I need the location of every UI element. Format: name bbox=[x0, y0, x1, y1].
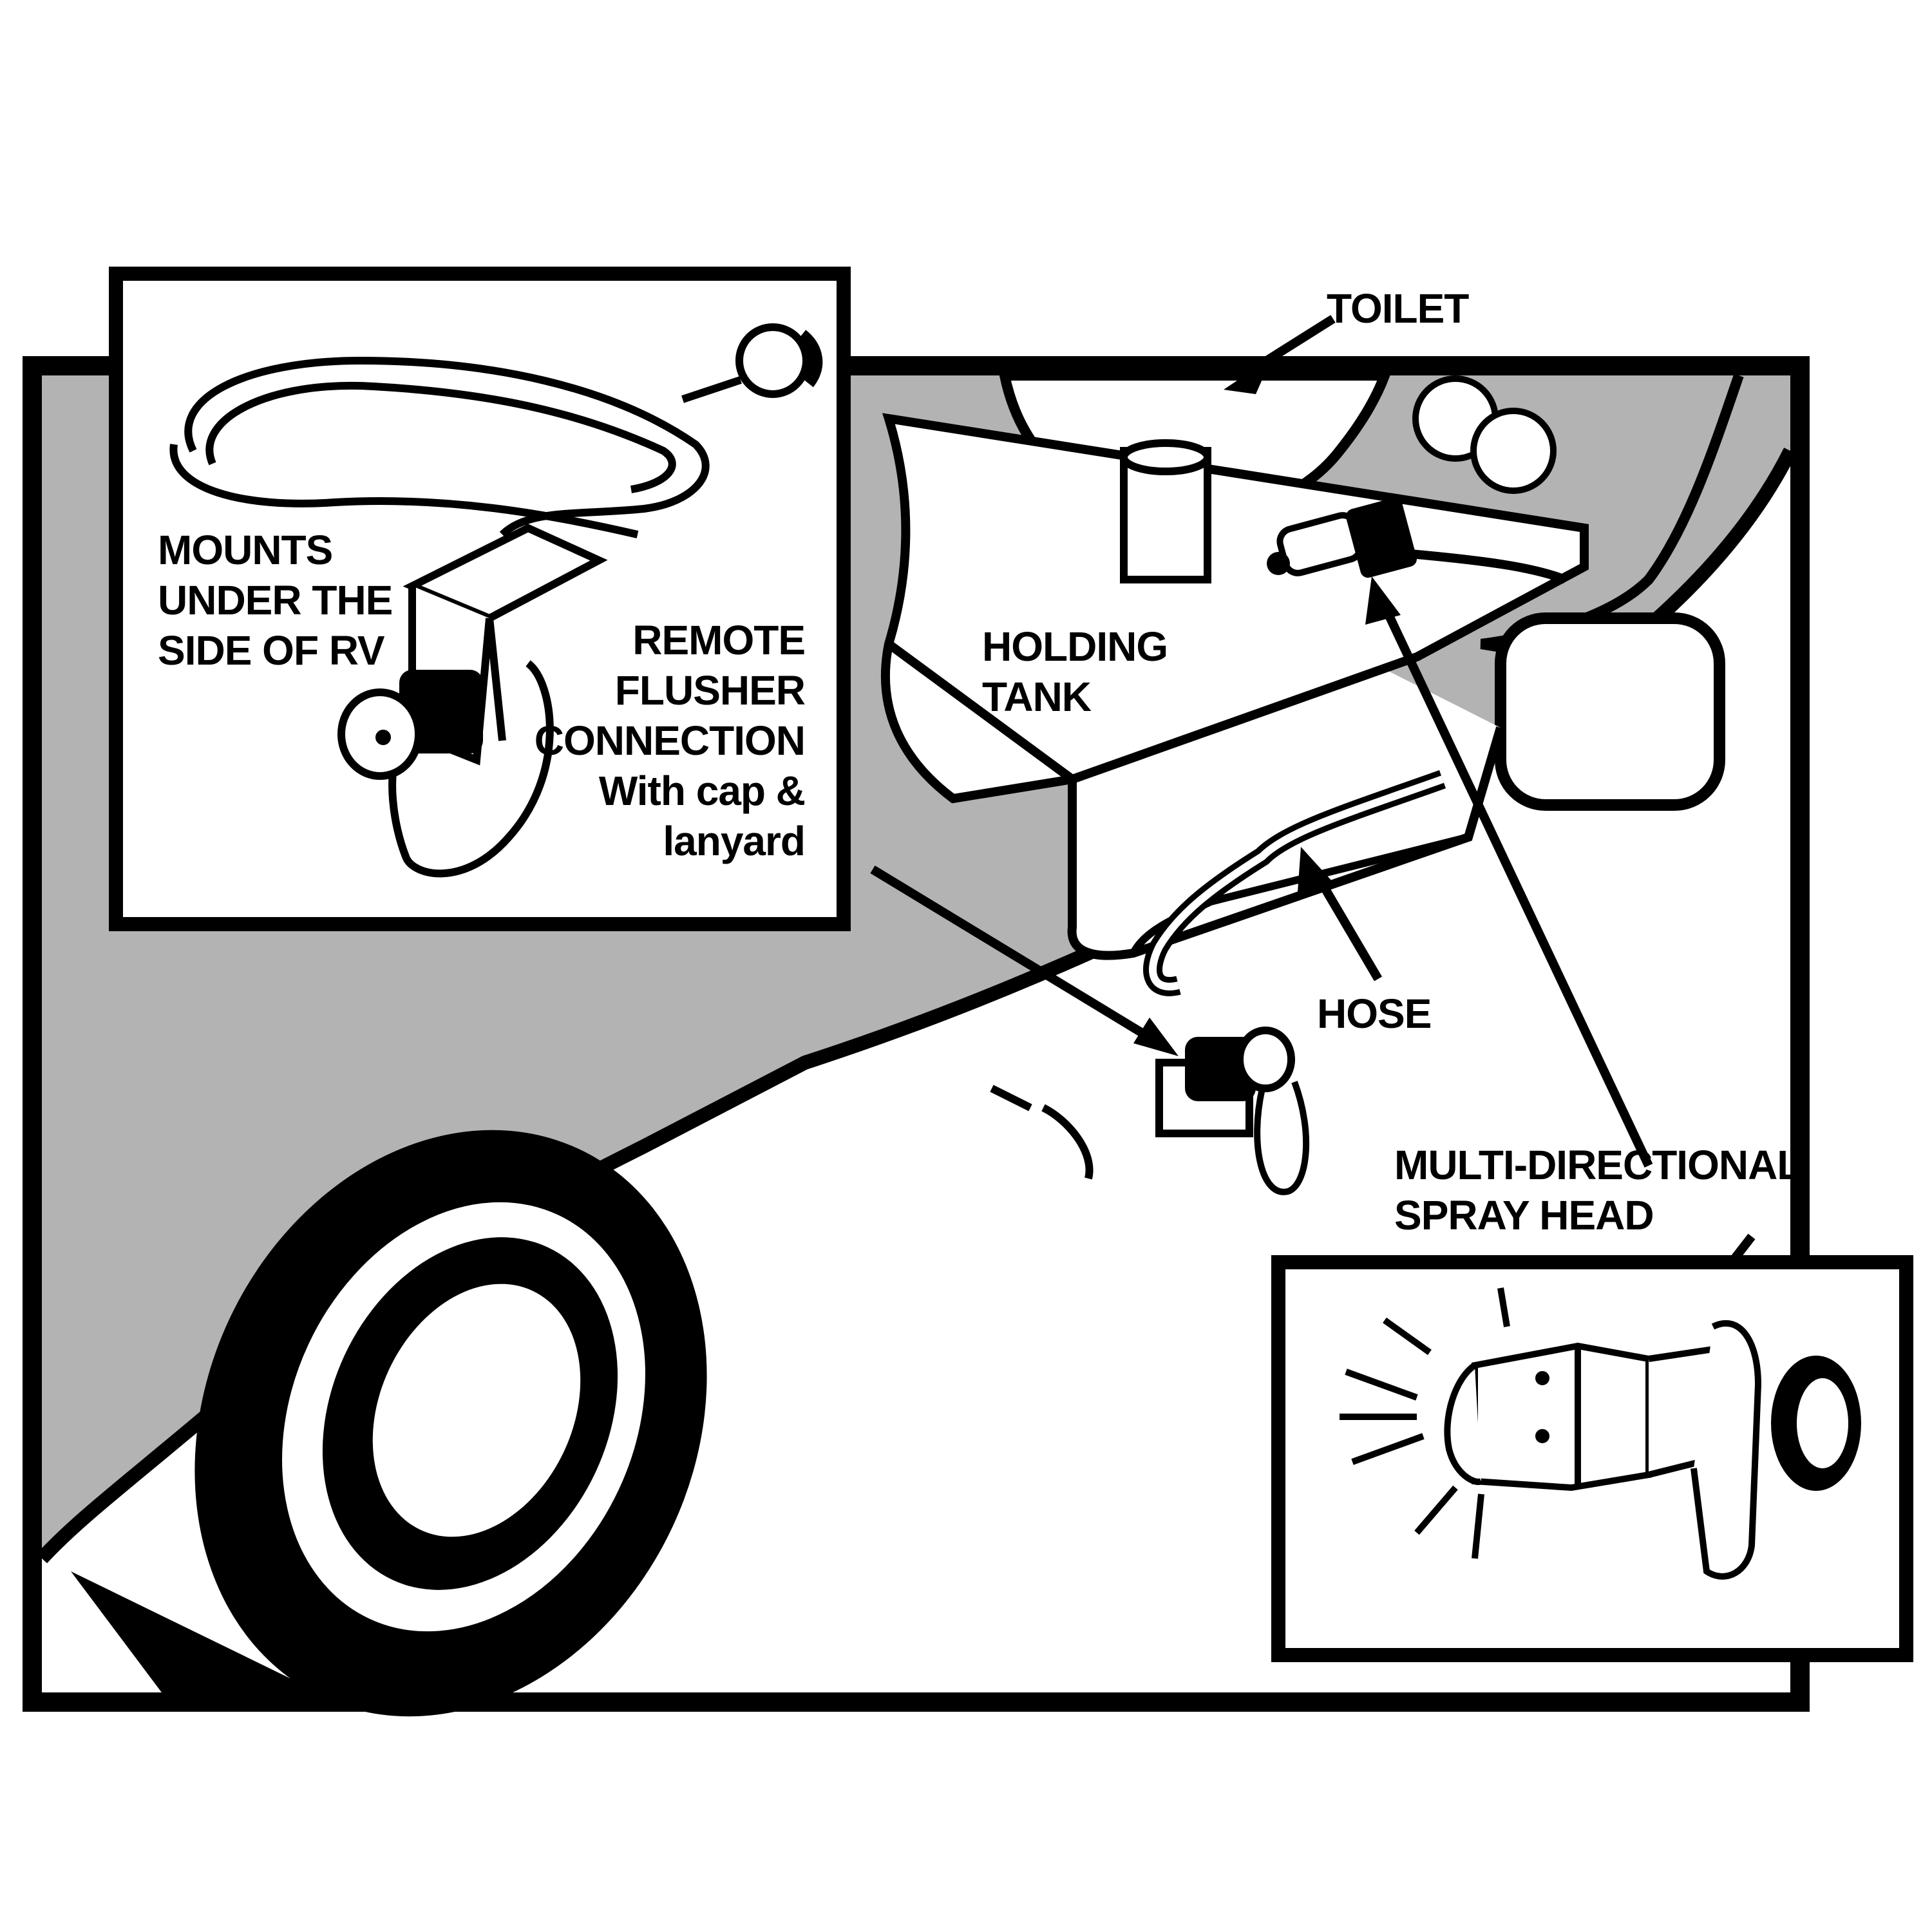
side-flusher-fitting bbox=[990, 1027, 1310, 1195]
spray-head-line-2: SPRAY HEAD bbox=[1394, 1192, 1654, 1238]
mounts-line-1: MOUNTS bbox=[158, 527, 333, 573]
mounts-inset-connector bbox=[337, 670, 483, 780]
spray-inset-nut bbox=[1771, 1356, 1861, 1491]
mounts-line-2: UNDER THE bbox=[158, 577, 393, 623]
mounts-label: MOUNTS UNDER THE SIDE OF RV bbox=[158, 525, 393, 676]
holding-tank-label: HOLDING TANK bbox=[982, 621, 1168, 722]
spray-head-label: MULTI-DIRECTIONAL SPRAY HEAD bbox=[1394, 1140, 1802, 1240]
remote-flusher-line-4: With cap & bbox=[598, 768, 806, 814]
wheel bbox=[71, 1130, 707, 1717]
mounts-line-3: SIDE OF RV bbox=[158, 627, 385, 674]
holding-tank-line-2: TANK bbox=[982, 674, 1092, 720]
tail-light-2 bbox=[1470, 408, 1557, 494]
remote-flusher-line-3: CONNECTION bbox=[534, 717, 806, 764]
toilet-label: TOILET bbox=[1327, 285, 1469, 332]
hose-under-tank-inner bbox=[1149, 775, 1444, 990]
spray-head-line-1: MULTI-DIRECTIONAL bbox=[1394, 1142, 1802, 1188]
remote-flusher-line-2: FLUSHER bbox=[614, 667, 806, 714]
holding-tank-line-1: HOLDING bbox=[982, 623, 1168, 670]
tank-spray-head bbox=[1267, 497, 1567, 584]
remote-flusher-line-1: REMOTE bbox=[632, 617, 806, 663]
remote-flusher-line-5: lanyard bbox=[663, 818, 806, 864]
hose-label: HOSE bbox=[1317, 990, 1432, 1037]
holding-tank bbox=[880, 413, 1589, 960]
bumper-block bbox=[1495, 612, 1725, 811]
remote-flusher-label: REMOTE FLUSHER CONNECTION With cap & lan… bbox=[509, 615, 806, 866]
spray-inset-drawing bbox=[1340, 1287, 1762, 1580]
